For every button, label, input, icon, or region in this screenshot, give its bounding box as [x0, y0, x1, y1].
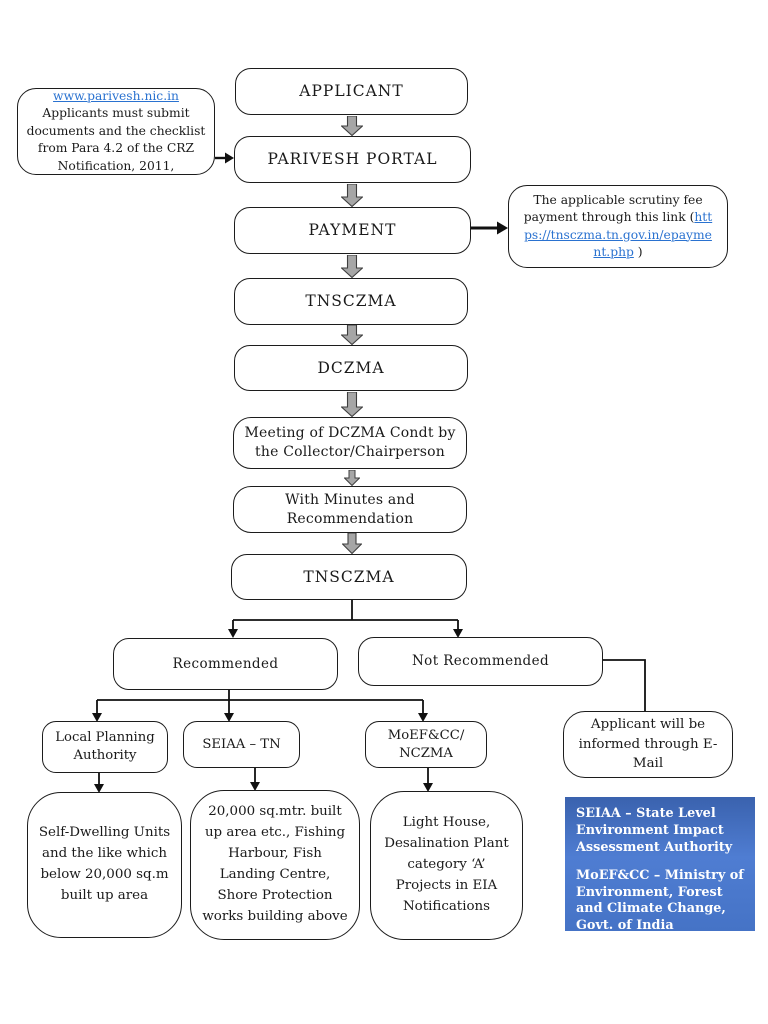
flow-arrow-down-icon [341, 116, 363, 136]
node-applicant-label: APPLICANT [299, 82, 404, 101]
node-email-notice: Applicant will be informed through E-Mai… [563, 711, 733, 778]
legend-moefcc-definition: MoEF&CC – Ministry of Environment, Fores… [576, 867, 744, 934]
flow-arrow-down-icon [341, 392, 363, 417]
flow-arrow-down-icon [344, 470, 360, 486]
detail-moefcc-text: Light House, Desalination Plant category… [384, 815, 509, 914]
node-minutes-recommendation-label: With Minutes and Recommendation [285, 491, 415, 527]
node-tnsczma-2-label: TNSCZMA [303, 567, 395, 586]
node-tnsczma-1: TNSCZMA [234, 278, 468, 325]
fee-note-close: ) [633, 244, 643, 259]
flow-arrow-down-icon [341, 255, 363, 278]
detail-seiaa-text: 20,000 sq.mtr. built up area etc., Fishi… [202, 804, 348, 924]
fee-note-box: The applicable scrutiny fee payment thro… [508, 185, 728, 268]
node-applicant: APPLICANT [235, 68, 468, 115]
parivesh-link[interactable]: www.parivesh.nic.in [53, 88, 179, 103]
flow-arrow-down-icon [341, 184, 363, 207]
parivesh-note-box: www.parivesh.nic.in Applicants must subm… [17, 88, 215, 175]
node-tnsczma-2: TNSCZMA [231, 554, 467, 600]
node-not-recommended: Not Recommended [358, 637, 603, 686]
fee-note-text: The applicable scrutiny fee payment thro… [521, 192, 715, 262]
fee-note-open: ( [689, 210, 695, 225]
flow-arrow-down-icon [342, 533, 362, 554]
node-parivesh-portal: PARIVESH PORTAL [234, 136, 471, 183]
node-seiaa-tn-label: SEIAA – TN [202, 736, 281, 752]
node-email-notice-label: Applicant will be informed through E-Mai… [578, 717, 718, 772]
node-recommended: Recommended [113, 638, 338, 690]
node-moefcc-nczma: MoEF&CC/ NCZMA [365, 721, 487, 768]
detail-seiaa-projects: 20,000 sq.mtr. built up area etc., Fishi… [190, 790, 360, 940]
abbreviation-legend: SEIAA – State Level Environment Impact A… [565, 797, 755, 933]
fee-note-prefix: The applicable scrutiny fee payment thro… [523, 192, 703, 225]
node-parivesh-portal-label: PARIVESH PORTAL [267, 150, 438, 169]
detail-moefcc-projects: Light House, Desalination Plant category… [370, 791, 523, 940]
node-local-planning-authority: Local Planning Authority [42, 721, 168, 773]
node-lpa-label: Local Planning Authority [55, 730, 155, 763]
node-minutes-recommendation: With Minutes and Recommendation [233, 486, 467, 533]
legend-seiaa-definition: SEIAA – State Level Environment Impact A… [576, 806, 733, 855]
detail-lpa-text: Self-Dwelling Units and the like which b… [38, 825, 171, 903]
node-not-recommended-label: Not Recommended [411, 653, 550, 670]
node-dczma-meeting: Meeting of DCZMA Condt by the Collector/… [233, 417, 467, 469]
node-dczma: DCZMA [234, 345, 468, 391]
flow-arrow-down-icon [341, 325, 363, 345]
node-seiaa-tn: SEIAA – TN [183, 721, 300, 768]
node-payment-label: PAYMENT [308, 221, 397, 240]
node-tnsczma-1-label: TNSCZMA [305, 292, 397, 311]
node-dczma-meeting-label: Meeting of DCZMA Condt by the Collector/… [244, 425, 456, 460]
node-recommended-label: Recommended [172, 655, 279, 672]
node-moefcc-nczma-label: MoEF&CC/ NCZMA [387, 727, 465, 761]
epayment-link[interactable]: https://tnsczma.tn.gov.in/epayment.php [524, 210, 713, 259]
parivesh-note-text: Applicants must submit documents and the… [26, 106, 206, 173]
node-dczma-label: DCZMA [317, 358, 385, 377]
node-payment: PAYMENT [234, 207, 471, 254]
detail-lpa-projects: Self-Dwelling Units and the like which b… [27, 792, 182, 938]
